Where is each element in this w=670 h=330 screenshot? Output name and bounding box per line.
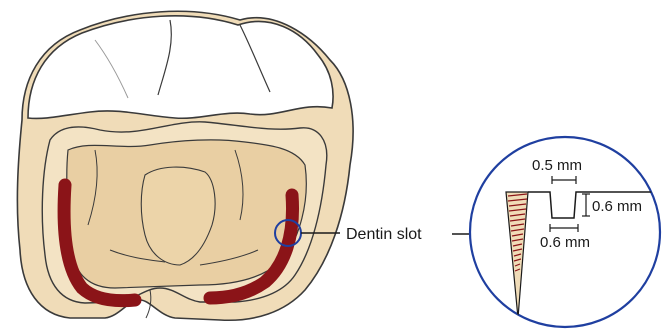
depth-label: 0.6 mm bbox=[592, 198, 642, 215]
width-top-label: 0.5 mm bbox=[532, 157, 582, 174]
width-bottom-label: 0.6 mm bbox=[540, 234, 590, 251]
tooth-enamel-cap bbox=[28, 16, 333, 119]
dentin-slot-label: Dentin slot bbox=[346, 226, 422, 243]
tooth-illustration bbox=[17, 11, 353, 320]
magnified-inset: 0.5 mm 0.6 mm 0.6 mm bbox=[470, 137, 665, 327]
